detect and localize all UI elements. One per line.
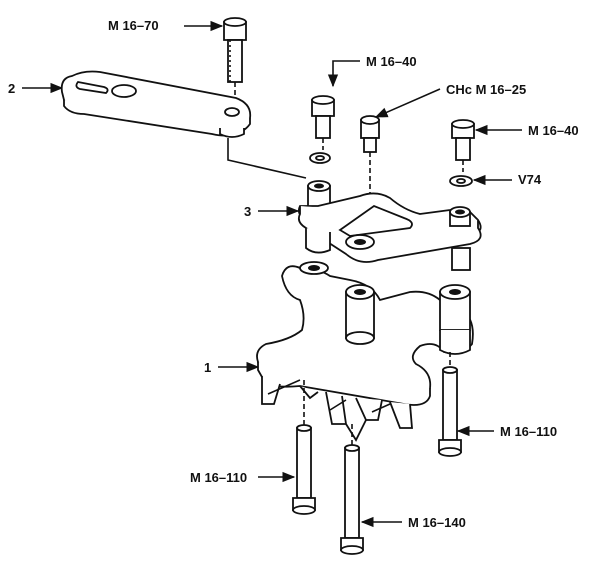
label-part-2: 2 — [8, 81, 15, 96]
label-bolt-mid-left: M 16–40 — [366, 54, 417, 69]
washer-v74 — [449, 175, 473, 187]
bolt-m16-140 — [340, 424, 364, 555]
callout-washer: V74 — [472, 172, 542, 187]
callout-part-3: 3 — [244, 204, 300, 219]
label-part-1: 1 — [204, 360, 211, 375]
callout-bolt-mid-left: M 16–40 — [327, 54, 417, 88]
callout-chc: CHc M 16–25 — [374, 82, 526, 118]
callout-part-2: 2 — [8, 81, 64, 96]
label-bolt-bottom: M 16–140 — [408, 515, 466, 530]
callout-part-1: 1 — [204, 360, 260, 375]
label-chc: CHc M 16–25 — [446, 82, 526, 97]
bolt-m16-70 — [223, 17, 247, 110]
label-bolt-left-bottom: M 16–110 — [190, 470, 247, 485]
callout-bolt-left-bottom: M 16–110 — [190, 470, 296, 485]
bolt-m16-40-right — [451, 119, 475, 172]
label-part-3: 3 — [244, 204, 251, 219]
bracket-part-3 — [297, 180, 482, 271]
callout-bolt-right: M 16–40 — [474, 123, 579, 138]
label-bolt-right-bottom: M 16–110 — [500, 424, 557, 439]
bolt-m16-110-right — [438, 352, 462, 457]
callout-bolt-top: M 16–70 — [108, 18, 224, 33]
callout-bolt-bottom: M 16–140 — [360, 515, 466, 530]
bolt-m16-110-left — [292, 380, 316, 515]
base-plate-part-1 — [256, 261, 474, 442]
label-bolt-right: M 16–40 — [528, 123, 579, 138]
label-washer: V74 — [518, 172, 542, 187]
arm-part-2 — [60, 70, 307, 179]
callout-bolt-right-bottom: M 16–110 — [456, 424, 557, 439]
label-bolt-top: M 16–70 — [108, 18, 159, 33]
bolt-m16-40-left — [309, 95, 335, 164]
